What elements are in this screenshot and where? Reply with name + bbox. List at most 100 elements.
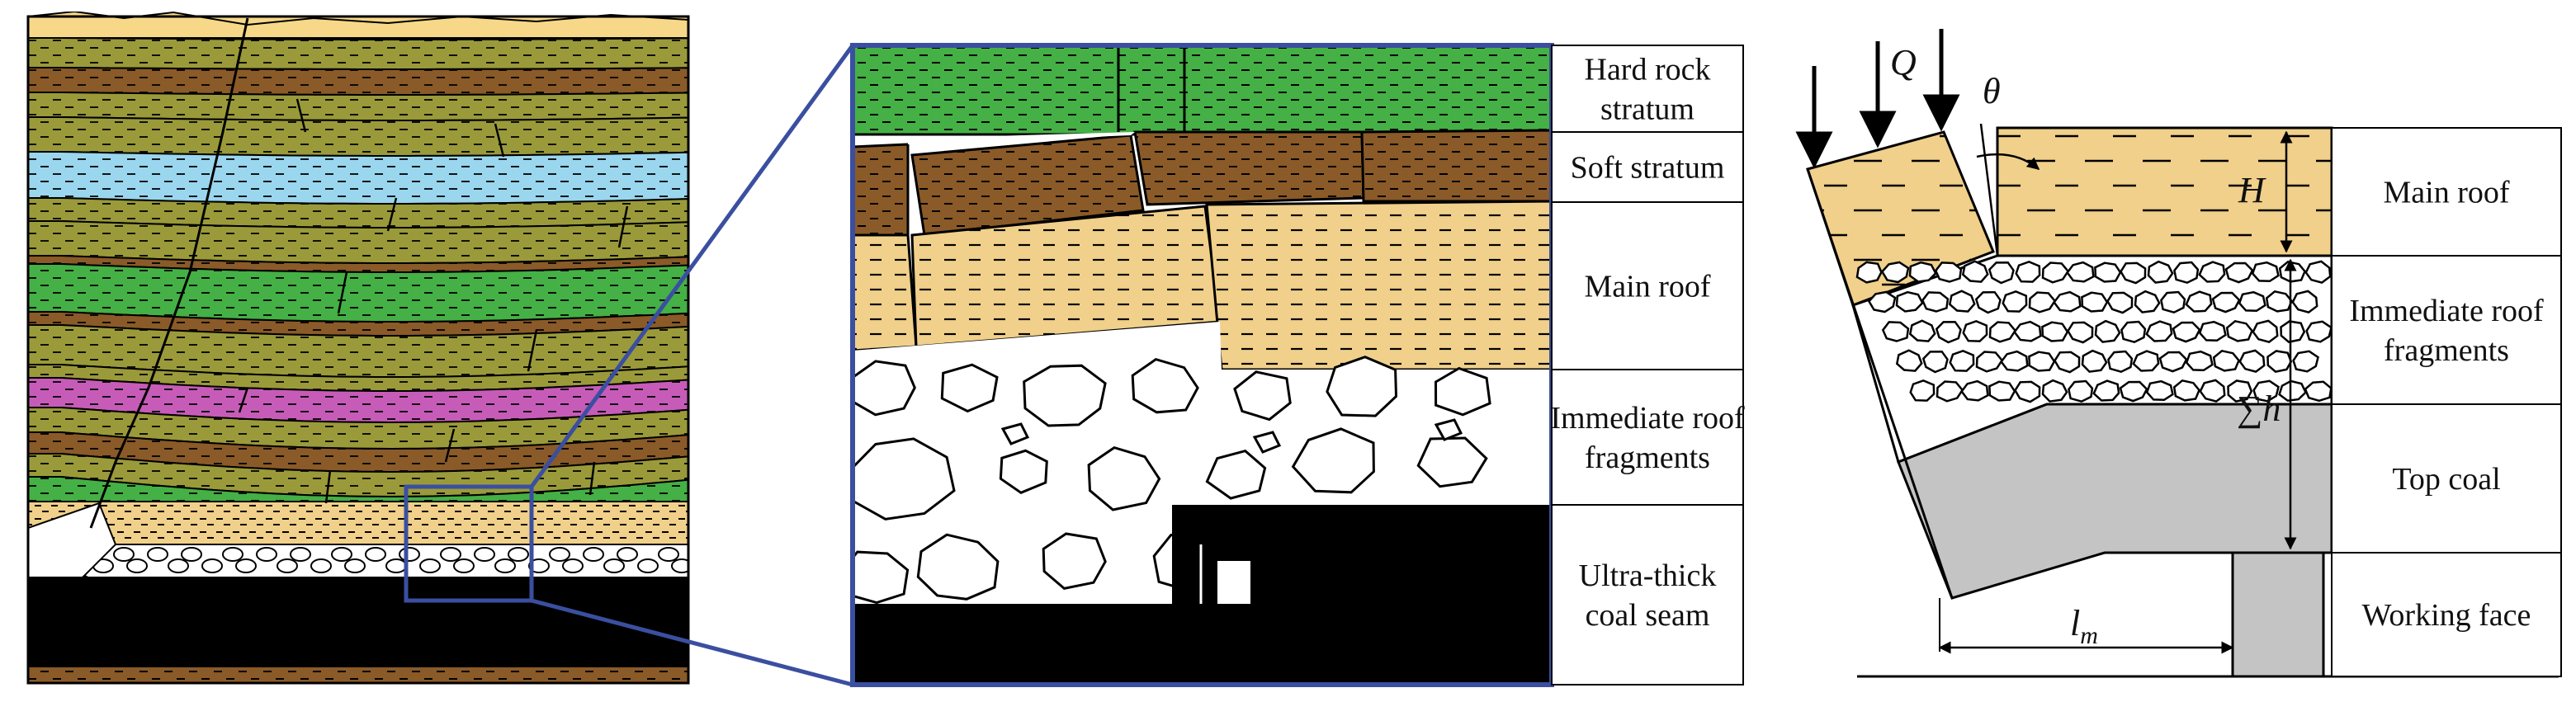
rubble-stone [528, 558, 550, 573]
rubble-stone [562, 558, 584, 573]
fragment-pebble [2251, 261, 2280, 283]
rubble-stone [603, 558, 625, 573]
fragment-pebble [1880, 261, 1910, 284]
roof-fragment-9 [1087, 445, 1161, 511]
rubble-stone [331, 547, 352, 562]
rubble-stone [419, 558, 441, 573]
fragment-pebble [1949, 349, 1975, 372]
fragment-pebble [1909, 379, 1936, 402]
coal-seam [853, 604, 1552, 685]
rubble-stone [126, 558, 148, 573]
fragment-pebble [1974, 290, 2002, 314]
roof-fragment-14 [916, 533, 1000, 601]
rubble-stone [113, 547, 135, 562]
fragment-pebble [2067, 321, 2094, 344]
fragment-pebble [2094, 261, 2122, 283]
fragment-pebble [1962, 319, 1988, 342]
main-roof-texture-1 [912, 206, 1220, 346]
fragment-pebble [2304, 260, 2332, 284]
zoom-table-label: Ultra-thick [1579, 558, 1717, 593]
main-roof-texture [28, 502, 688, 544]
fragment-pebble [1936, 380, 1964, 403]
roof-fragment-5 [1326, 356, 1398, 417]
rubble-stone [277, 558, 298, 573]
fragment-pebble [2041, 379, 2068, 403]
goaf-boundary [1806, 168, 1954, 599]
support-window [1217, 561, 1250, 604]
fragment-pebble [2198, 261, 2226, 283]
stratum-texture-12 [28, 365, 688, 391]
fragment-pebble [2160, 290, 2186, 314]
fragment-pebble [1867, 290, 1897, 313]
coal-seam [28, 577, 688, 667]
separation-gap [908, 132, 1135, 144]
roof-fragment-8 [999, 449, 1048, 494]
fragment-pebble [2304, 380, 2333, 403]
fragment-pebble [1975, 351, 2004, 373]
small-fragment-1 [1252, 431, 1282, 454]
roof-fragment-11 [1291, 427, 1375, 494]
zoom-region-box [404, 484, 534, 603]
fault-line [89, 17, 249, 529]
zoom-table-cell-1 [1551, 131, 1744, 203]
fragment-pebble [2081, 349, 2108, 373]
rubble-stone [474, 547, 495, 562]
rubble-stone [671, 558, 688, 573]
fragment-pebble [2198, 320, 2227, 342]
rubble-stone [440, 547, 461, 562]
column-frame [26, 15, 690, 685]
rubble-stone [310, 558, 332, 573]
fragment-pebble [2028, 291, 2057, 313]
roof-fragment-12 [1416, 436, 1488, 488]
soft-block-texture-3 [1362, 130, 1552, 201]
rubble-stone [617, 547, 638, 562]
model-table-cell-0 [2331, 127, 2562, 257]
model-table-label: Top coal [2392, 462, 2500, 497]
fragment-pebble [2173, 261, 2200, 285]
zoom-table-label: Immediate roof [1550, 401, 1745, 436]
fragment-pebble [2092, 379, 2120, 402]
main-roof-texture-0 [853, 235, 916, 351]
fragment-pebble [2225, 319, 2253, 342]
stratum-texture-11 [28, 325, 688, 377]
fragment-pebble [2041, 261, 2070, 284]
soft-block-texture-1 [912, 135, 1143, 235]
joint-crack-3 [617, 205, 629, 248]
rubble-stone [508, 547, 529, 562]
fragment-pebble [2227, 379, 2253, 403]
roof-fragment-2 [1023, 364, 1107, 427]
stratum-texture-4 [28, 117, 688, 156]
fragment-pebble [2305, 320, 2333, 343]
fragment-pebble [2185, 350, 2214, 372]
joint-crack-2 [386, 197, 398, 232]
fragment-pebble [2107, 350, 2134, 374]
rubble-stone [583, 547, 604, 562]
fragment-pebble [2120, 261, 2147, 285]
rubble-stone [549, 547, 570, 562]
zoom-table-label: Soft stratum [1571, 151, 1725, 186]
stratum-texture-14 [28, 408, 688, 449]
height-symbol: H [2238, 170, 2266, 210]
fragment-pebble [1948, 290, 1976, 313]
fragment-pebble [2000, 350, 2029, 372]
fragment-pebble [2158, 351, 2188, 373]
fragment-pebble [2266, 350, 2293, 373]
working-face-coal [2231, 551, 2325, 678]
rubble-stone [201, 558, 223, 573]
roof-fragment-6 [1434, 366, 1491, 417]
roof-fragment-10 [1205, 449, 1267, 500]
model-table-label: Working face [2362, 598, 2531, 633]
rubble-stone [494, 558, 516, 573]
fragment-pebble [2015, 260, 2041, 283]
stratum-texture-6 [28, 198, 688, 228]
fragment-pebble [1988, 321, 2017, 343]
joint-crack-6 [238, 387, 249, 413]
rubble-stone [344, 558, 366, 573]
rubble-stone [181, 547, 202, 562]
zoom-table-cell-3 [1551, 369, 1744, 506]
joint-crack-9 [324, 469, 332, 504]
rubble-stone [658, 547, 679, 562]
zoom-connector-top [529, 44, 855, 488]
model-table-cell-3 [2331, 552, 2562, 677]
